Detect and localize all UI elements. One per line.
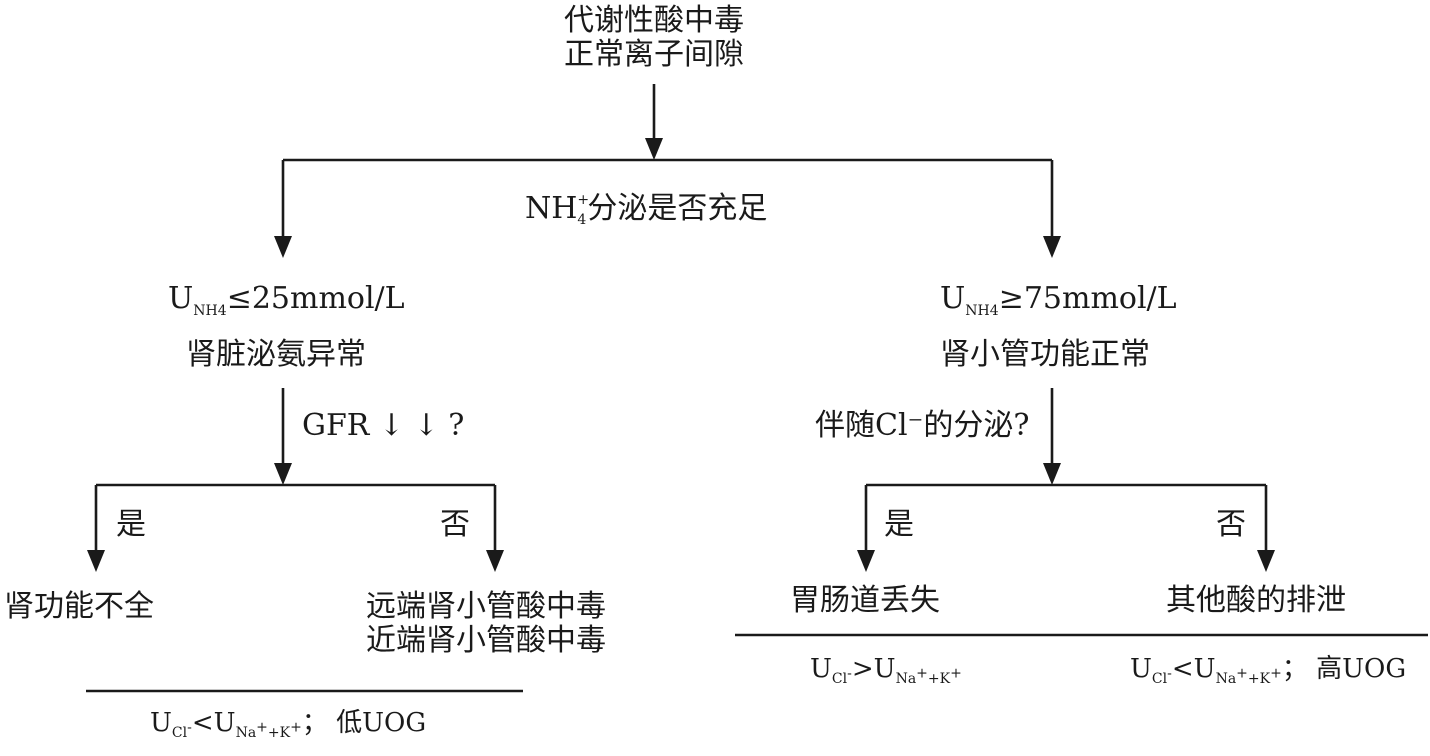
right-no-formula: UCl-<UNa++K+； 高UOG (1130, 654, 1407, 688)
right-threshold: UNH4≥75mmol/L (940, 281, 1177, 319)
right-yes-formula: UCl->UNa++K+ (810, 654, 962, 688)
right-cl-question: 伴随Cl⁻的分泌? (815, 408, 1030, 443)
left-no-label: 否 (440, 507, 470, 542)
right-no-arrowhead (1257, 550, 1275, 572)
left-yes-label: 是 (116, 507, 146, 542)
left-description: 肾脏泌氨异常 (186, 337, 366, 372)
right-yes-label: 是 (884, 507, 914, 542)
left-gfr-question: GFR ↓ ↓ ? (302, 408, 465, 443)
left-yes-result: 肾功能不全 (4, 589, 154, 624)
right-no-result: 其他酸的排泄 (1166, 583, 1346, 618)
left-no-arrowhead (486, 550, 504, 572)
left-no-result: 远端肾小管酸中毒 近端肾小管酸中毒 (366, 589, 606, 658)
root-line-1: 代谢性酸中毒 (564, 3, 744, 38)
right-cl-arrowhead (1043, 463, 1061, 485)
left-gfr-arrowhead (274, 463, 292, 485)
root-node: 代谢性酸中毒 正常离子间隙 (554, 4, 754, 72)
left-formula: UCl-<UNa++K+； 低UOG (150, 708, 427, 742)
right-yes-arrowhead (857, 550, 875, 572)
right-branch-arrowhead (1043, 236, 1061, 258)
left-threshold: UNH4≤25mmol/L (168, 281, 405, 319)
root-arrowhead (645, 138, 663, 160)
left-branch-arrowhead (274, 236, 292, 258)
root-line-2: 正常离子间隙 (564, 37, 744, 72)
right-description: 肾小管功能正常 (940, 337, 1150, 372)
right-no-label: 否 (1216, 507, 1246, 542)
right-yes-result: 胃肠道丢失 (790, 583, 940, 618)
left-yes-arrowhead (87, 550, 105, 572)
